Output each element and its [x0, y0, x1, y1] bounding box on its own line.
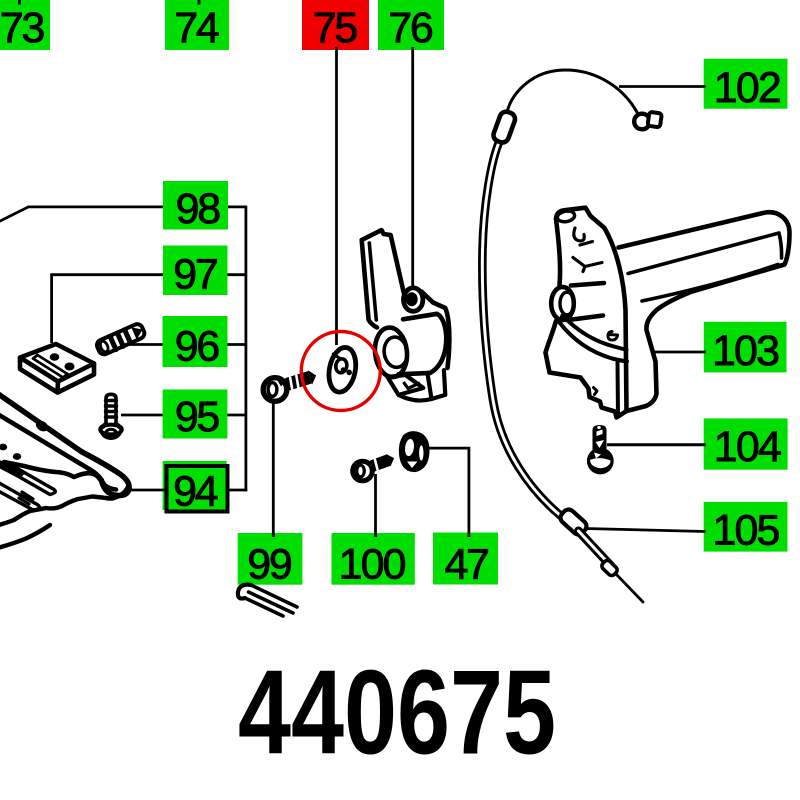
- svg-text:75: 75: [313, 4, 359, 52]
- svg-text:47: 47: [444, 541, 490, 589]
- svg-text:97: 97: [173, 251, 219, 299]
- svg-text:73: 73: [0, 4, 45, 52]
- svg-text:74: 74: [174, 4, 220, 52]
- svg-text:76: 76: [388, 4, 434, 52]
- svg-text:95: 95: [175, 393, 221, 441]
- svg-text:102: 102: [714, 64, 782, 112]
- svg-text:103: 103: [712, 327, 780, 375]
- svg-text:100: 100: [339, 541, 407, 589]
- svg-text:440675: 440675: [238, 646, 556, 780]
- svg-text:98: 98: [176, 185, 222, 233]
- svg-text:99: 99: [247, 541, 293, 589]
- svg-text:96: 96: [175, 323, 221, 371]
- svg-text:105: 105: [712, 507, 780, 555]
- svg-text:94: 94: [173, 468, 219, 516]
- svg-text:104: 104: [714, 423, 782, 471]
